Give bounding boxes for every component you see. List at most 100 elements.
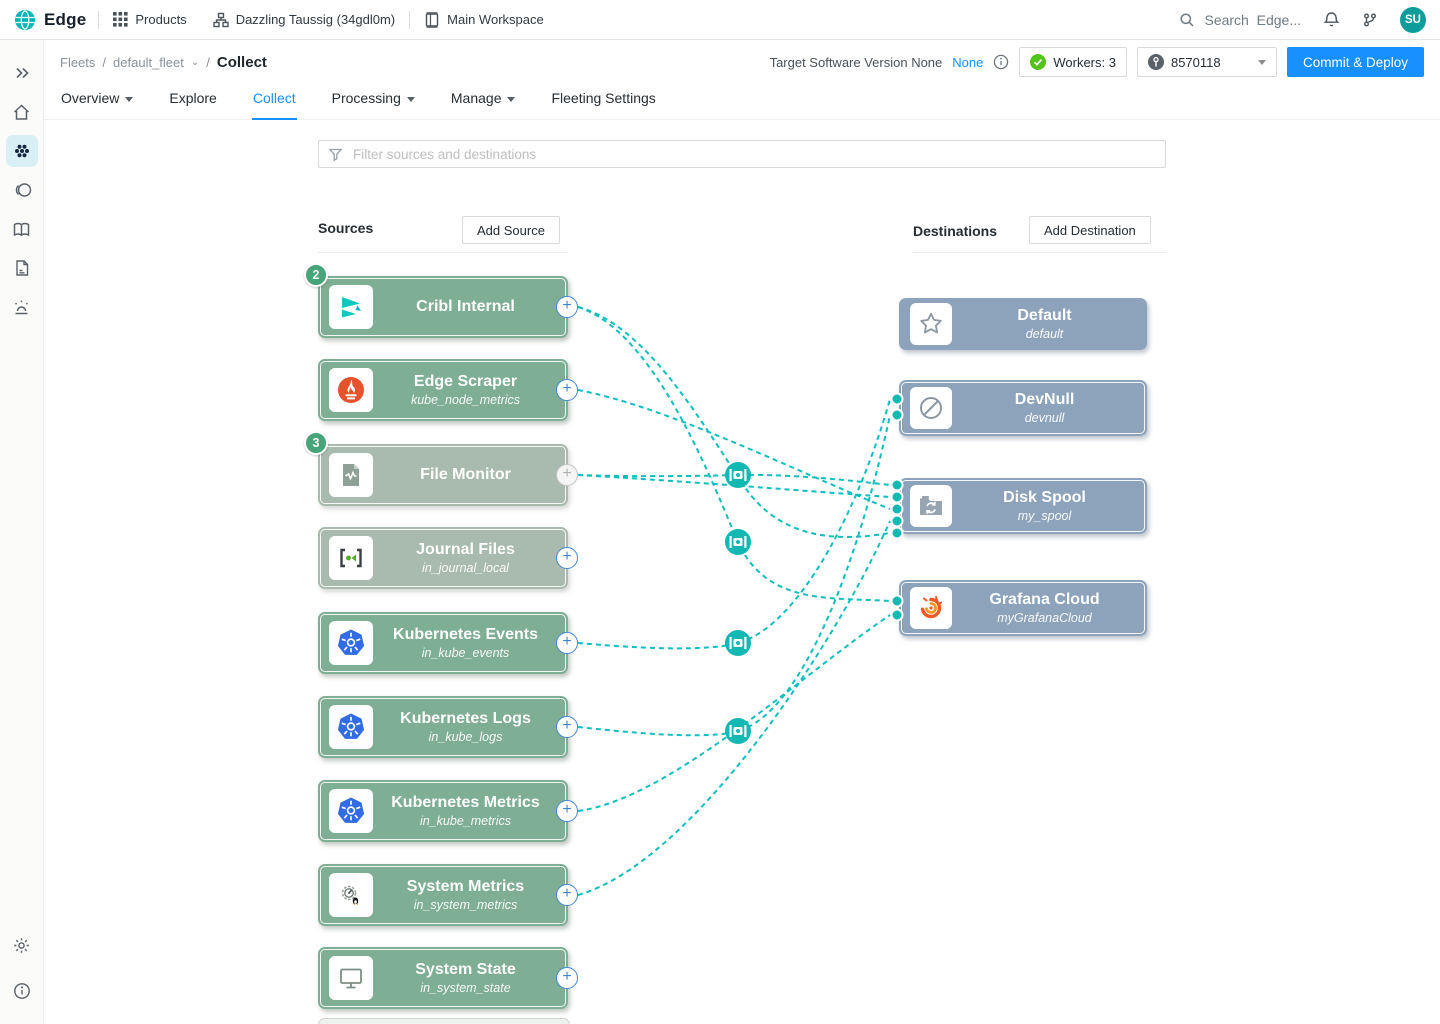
file-monitor-icon: [337, 461, 365, 489]
source-connect-plus-button[interactable]: +: [556, 379, 578, 401]
notifications-bell-icon[interactable]: [1323, 11, 1340, 28]
workspace-label: Main Workspace: [447, 12, 544, 27]
breadcrumb: Fleets / default_fleet ⌄ / Collect: [60, 54, 267, 71]
info-circle-icon[interactable]: [993, 54, 1009, 70]
sidebar-item-info[interactable]: [6, 975, 38, 1007]
devnull-icon: [917, 394, 945, 422]
card-title: Journal Files: [416, 541, 515, 559]
card-title: Default: [1017, 307, 1072, 325]
org-selector[interactable]: Dazzling Taussig (34gdl0m): [211, 12, 397, 28]
card-subtitle: default: [1025, 326, 1064, 341]
card-subtitle: devnull: [1024, 410, 1065, 425]
card-icon-tile: [910, 485, 952, 527]
search-icon: [1179, 12, 1195, 28]
add-source-button[interactable]: Add Source: [462, 216, 560, 244]
tab-manage[interactable]: Manage: [450, 84, 517, 120]
workers-label: Workers: 3: [1053, 54, 1116, 70]
user-avatar[interactable]: SU: [1400, 6, 1426, 33]
tab-label: Processing: [331, 90, 401, 106]
top-bar: Edge Products Dazzling Taussig (34gdl0m)…: [0, 0, 1440, 40]
tab-overview[interactable]: Overview: [60, 84, 134, 120]
fleet-tabs: Overview Explore Collect Processing Manage Fl…: [44, 84, 1440, 120]
sidebar-item-settings[interactable]: [6, 929, 38, 961]
filter-input[interactable]: [351, 145, 1156, 163]
add-destination-button[interactable]: Add Destination: [1029, 216, 1151, 244]
card-text: File Monitor: [373, 466, 568, 484]
connection-pipeline-badge[interactable]: [725, 630, 751, 656]
sidebar-item-alerts[interactable]: [6, 291, 38, 323]
workspace-selector[interactable]: Main Workspace: [422, 11, 546, 28]
connection-pipeline-badge[interactable]: [725, 462, 751, 488]
tab-fleeting-settings[interactable]: Fleeting Settings: [550, 84, 656, 120]
breadcrumb-fleets[interactable]: Fleets: [60, 54, 96, 70]
card-subtitle: kube_node_metrics: [410, 392, 521, 407]
source-connect-plus-button[interactable]: +: [556, 884, 578, 906]
next-card-cutoff: [318, 1018, 570, 1024]
filter-bar[interactable]: [318, 140, 1166, 168]
workers-status[interactable]: Workers: 3: [1019, 47, 1127, 77]
source-connect-plus-button[interactable]: +: [556, 547, 578, 569]
source-connect-plus-button[interactable]: +: [556, 800, 578, 822]
org-icon: [212, 12, 229, 28]
tab-explore[interactable]: Explore: [168, 84, 217, 120]
source-card-file-monitor[interactable]: File Monitor: [318, 444, 568, 506]
commit-deploy-button[interactable]: Commit & Deploy: [1286, 47, 1424, 77]
card-subtitle: myGrafanaCloud: [997, 610, 1092, 625]
chevron-down-icon[interactable]: ⌄: [190, 56, 200, 68]
breadcrumb-fleet[interactable]: default_fleet: [113, 54, 184, 70]
sidebar-item-notes[interactable]: [6, 252, 38, 284]
products-menu[interactable]: Products: [111, 12, 188, 27]
source-connect-plus-button[interactable]: +: [556, 716, 578, 738]
grafana-icon: [916, 593, 946, 623]
connection-pipeline-badge[interactable]: [725, 529, 751, 555]
source-connect-plus-button[interactable]: +: [556, 296, 578, 318]
tab-label: Overview: [61, 90, 120, 106]
grid-icon: [113, 12, 128, 27]
sidebar-item-docs[interactable]: [6, 213, 38, 245]
sidebar-item-home[interactable]: [6, 96, 38, 128]
card-icon-tile: [329, 621, 373, 665]
source-connect-plus-button[interactable]: +: [556, 967, 578, 989]
sidebar-item-data[interactable]: [6, 174, 38, 206]
card-title: DevNull: [1014, 391, 1075, 409]
target-version-link[interactable]: None: [952, 54, 984, 70]
document-icon: [13, 259, 31, 277]
card-title: System State: [415, 961, 516, 979]
card-icon-tile: [910, 587, 952, 629]
connection-pipeline-badge[interactable]: [725, 718, 751, 744]
source-connect-plus-button[interactable]: +: [556, 464, 578, 486]
sidebar-item-fleets[interactable]: [5, 135, 38, 167]
star-icon: [917, 310, 945, 338]
tab-processing[interactable]: Processing: [331, 84, 416, 120]
search-placeholder: Search Edge...: [1204, 11, 1301, 28]
sidebar-item-expand[interactable]: [6, 57, 38, 89]
check-circle-icon: [1030, 54, 1047, 70]
kubernetes-icon: [336, 712, 366, 742]
commit-version-dropdown[interactable]: 8570118: [1136, 47, 1277, 77]
divider: [98, 10, 100, 29]
source-card-cribl-internal[interactable]: Cribl Internal: [318, 276, 568, 338]
source-connect-plus-button[interactable]: +: [556, 632, 578, 654]
card-text: Cribl Internal: [373, 298, 568, 316]
branch-icon[interactable]: [1362, 12, 1378, 28]
edge-brand[interactable]: Edge: [14, 9, 86, 31]
tab-collect[interactable]: Collect: [251, 84, 297, 120]
global-search[interactable]: Search Edge...: [1179, 12, 1301, 28]
card-title: File Monitor: [420, 465, 511, 483]
